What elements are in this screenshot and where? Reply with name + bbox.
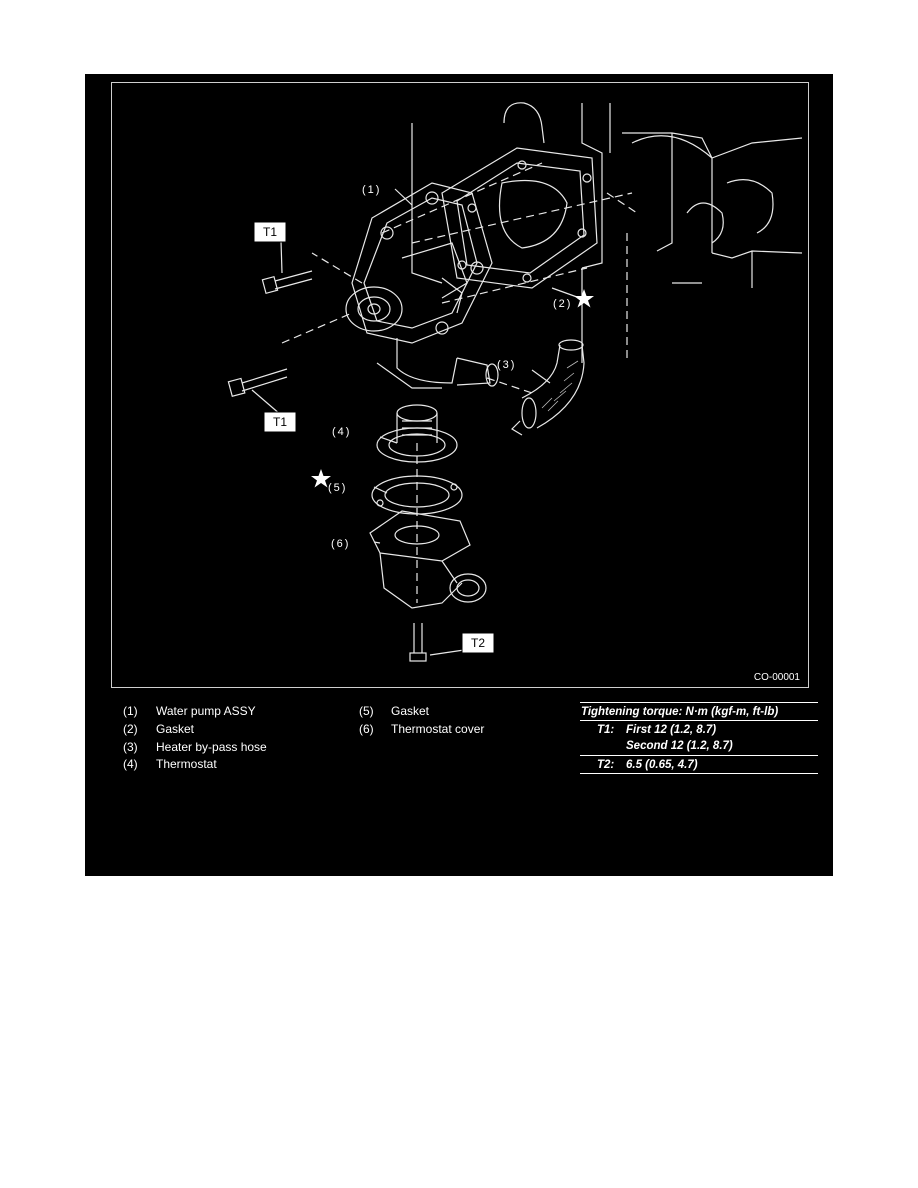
exploded-diagram-frame: (1) (2) (3) (4) (5) (6) T1 T1 T2 CO-0000… <box>111 82 809 688</box>
star-icon <box>574 289 594 308</box>
bolt-t2-drawing <box>409 623 427 662</box>
torque-title: Tightening torque: N·m (kgf-m, ft-lb) <box>581 706 779 718</box>
callout-4: (4) <box>332 426 351 438</box>
torque-title-rule <box>580 720 818 721</box>
callout-5: (5) <box>328 482 347 494</box>
callout-6: (6) <box>331 538 350 550</box>
legend-num-6: (6) <box>359 722 374 736</box>
torque-bottom-rule <box>580 773 818 774</box>
legend-text-5: Gasket <box>391 704 430 718</box>
thermostat-cover-drawing <box>369 510 487 609</box>
callout-2: (2) <box>553 298 572 310</box>
replace-part-markers <box>311 289 594 488</box>
torque-t2-value: 6.5 (0.65, 4.7) <box>626 759 698 771</box>
t2-tag <box>461 632 495 654</box>
callout-1: (1) <box>362 184 381 196</box>
torque-t1-first: First 12 (1.2, 8.7) <box>626 724 717 736</box>
torque-top-rule <box>580 702 818 703</box>
callout-3: (3) <box>497 359 516 371</box>
star-icon <box>311 469 331 488</box>
water-pump-exploded-diagram: (1) (2) (3) (4) (5) (6) T1 T1 T2 CO-0000… <box>227 102 803 683</box>
legend-num-3: (3) <box>123 740 138 754</box>
legend-text-2: Gasket <box>156 722 195 736</box>
bolt-t1-upper-drawing <box>261 270 313 295</box>
t2-label: T2 <box>471 636 485 650</box>
heater-bypass-hose-drawing <box>511 339 585 436</box>
torque-t1-second: Second 12 (1.2, 8.7) <box>626 740 733 752</box>
legend-text-3: Heater by-pass hose <box>156 740 267 754</box>
torque-t1-label: T1: <box>597 724 615 736</box>
t1-lower-label: T1 <box>273 415 287 429</box>
legend-num-2: (2) <box>123 722 138 736</box>
legend-text-4: Thermostat <box>156 757 217 771</box>
hose-texture <box>541 360 579 412</box>
torque-t2-label: T2: <box>597 759 615 771</box>
figure-panel: (1) (2) (3) (4) (5) (6) T1 T1 T2 CO-0000… <box>85 74 833 876</box>
assembly-guide-lines <box>281 162 638 603</box>
thermostat-drawing <box>376 404 458 463</box>
water-pump-drawing <box>345 182 499 389</box>
legend-num-4: (4) <box>123 757 138 771</box>
gasket-2-drawing <box>441 147 598 289</box>
callout-leaders <box>251 188 578 656</box>
legend-num-1: (1) <box>123 704 138 718</box>
figure-code: CO-00001 <box>754 672 801 683</box>
bolt-t1-lower-drawing <box>227 368 288 398</box>
t1-upper-label: T1 <box>263 225 277 239</box>
torque-mid-rule <box>580 755 818 756</box>
t1-upper-tag <box>253 221 287 243</box>
t1-lower-tag <box>263 411 297 433</box>
engine-block-drawing <box>411 102 803 363</box>
legend-text-1: Water pump ASSY <box>156 704 256 718</box>
legend-text-6: Thermostat cover <box>391 722 485 736</box>
legend-num-5: (5) <box>359 704 374 718</box>
